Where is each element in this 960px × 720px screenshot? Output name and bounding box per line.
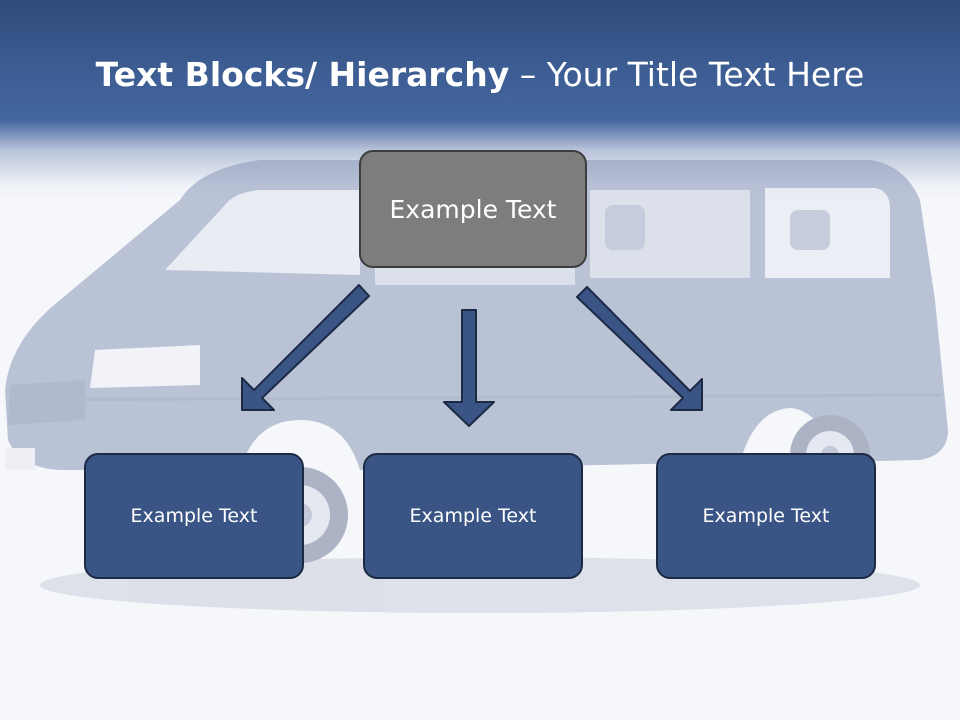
arrow-left	[241, 284, 370, 411]
hierarchy-top-box[interactable]: Example Text	[359, 150, 587, 268]
title-rest: Your Title Text Here	[546, 55, 865, 94]
hierarchy-child-box-2[interactable]: Example Text	[363, 453, 583, 579]
hierarchy-child-box-1[interactable]: Example Text	[84, 453, 304, 579]
title-bold: Text Blocks/ Hierarchy	[95, 55, 510, 94]
hierarchy-child-box-3[interactable]: Example Text	[656, 453, 876, 579]
child-box-label: Example Text	[130, 505, 258, 527]
slide-title: Text Blocks/ Hierarchy – Your Title Text…	[0, 52, 960, 98]
arrow-center	[443, 309, 495, 427]
child-box-label: Example Text	[409, 505, 537, 527]
child-box-label: Example Text	[702, 505, 830, 527]
arrow-right	[576, 286, 703, 411]
title-separator: –	[509, 55, 547, 94]
top-box-label: Example Text	[389, 194, 557, 224]
